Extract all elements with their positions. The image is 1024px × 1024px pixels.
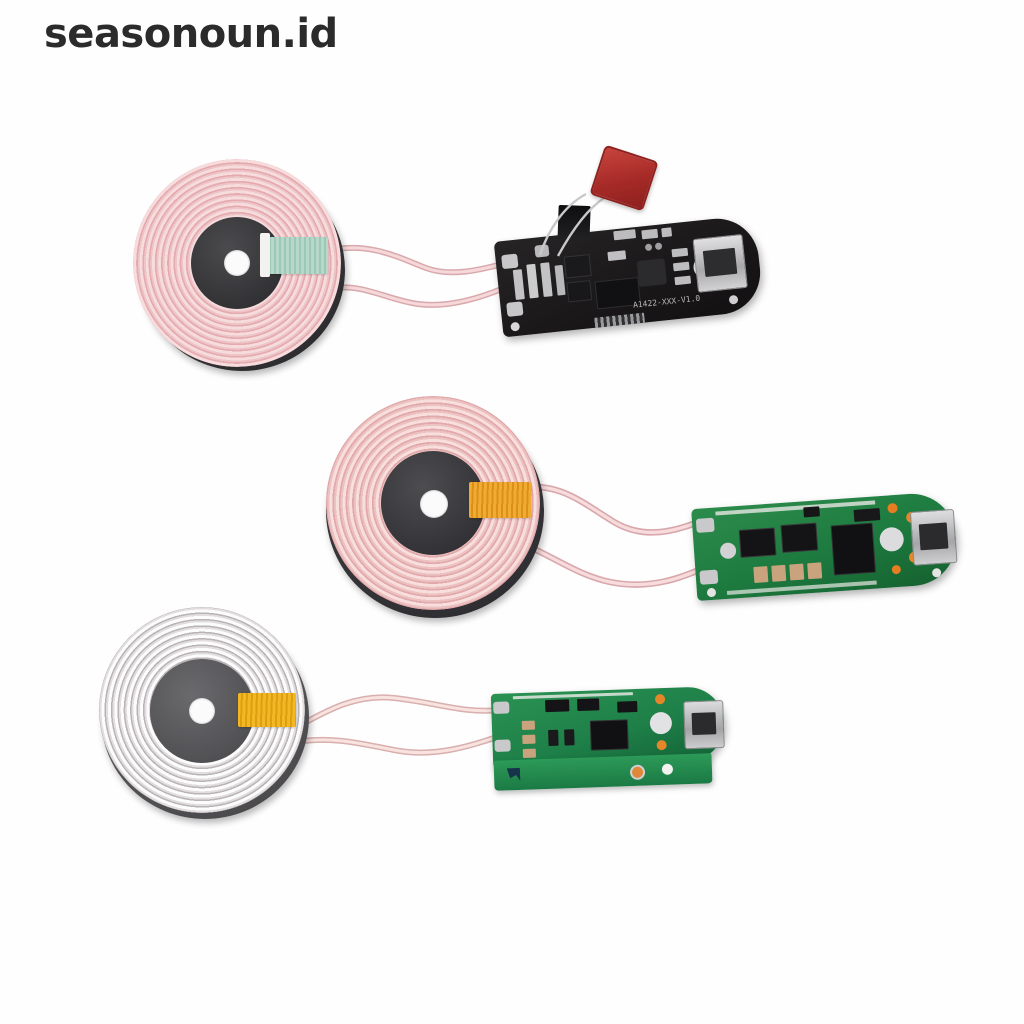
mosfet-qb3 bbox=[617, 700, 638, 713]
micro-usb-connector-middle bbox=[909, 508, 958, 566]
mosfet-q1 bbox=[563, 254, 592, 279]
coil-pad-left-b bbox=[699, 569, 719, 585]
inductor bbox=[636, 258, 668, 287]
mosfet-qb2 bbox=[577, 698, 600, 712]
resistor-rb3 bbox=[522, 748, 537, 758]
solder-pad-coil-b bbox=[506, 301, 524, 317]
mosfet-q2 bbox=[566, 280, 593, 303]
coil-center-hole-middle bbox=[420, 490, 448, 518]
resistor-r1 bbox=[753, 566, 769, 584]
solder-pad-coil-a bbox=[501, 253, 519, 270]
coil-tape-top bbox=[266, 237, 328, 274]
resistor-array-1 bbox=[607, 250, 627, 262]
coil-pad-b-left-b bbox=[494, 739, 511, 752]
extension-mount-hole bbox=[661, 763, 674, 775]
controller-ic-soic8 bbox=[589, 719, 629, 751]
resistor-r3 bbox=[789, 563, 805, 581]
resistor-r2 bbox=[771, 564, 787, 582]
resistor-array-2 bbox=[671, 247, 689, 258]
coil-tape-bottom bbox=[238, 693, 296, 727]
resistor-array-4 bbox=[674, 275, 692, 286]
coil-middle bbox=[322, 396, 546, 620]
coil-tape-edge-top bbox=[260, 233, 270, 277]
micro-usb-slot-top bbox=[702, 247, 738, 278]
mosfet-qb1 bbox=[545, 699, 570, 713]
smd-cap-b1 bbox=[548, 729, 559, 747]
coil-center-hole-bottom bbox=[189, 698, 215, 724]
coil-center-hole-top bbox=[224, 250, 250, 276]
controller-ic-soic16 bbox=[830, 522, 876, 576]
resistor-rb1 bbox=[521, 720, 536, 731]
micro-usb-slot-bottom bbox=[691, 712, 717, 736]
resistor-rb2 bbox=[522, 734, 536, 744]
flex-film-tab bbox=[557, 204, 591, 240]
ntc-thermistor-tab bbox=[589, 144, 659, 212]
mosfet-u2 bbox=[780, 522, 819, 553]
smd-black-part bbox=[803, 506, 820, 518]
micro-usb-connector-top bbox=[692, 233, 748, 293]
solder-pad-coil-c bbox=[534, 244, 550, 258]
smd-cap-b2 bbox=[564, 729, 575, 746]
extension-via-hole bbox=[629, 764, 646, 781]
coil-tape-middle bbox=[469, 482, 531, 518]
coil-top bbox=[133, 159, 345, 371]
litz-wires-bottom bbox=[289, 694, 503, 756]
mount-hole-mid-right bbox=[931, 567, 942, 578]
green-pcb-large bbox=[691, 490, 959, 602]
micro-usb-connector-bottom bbox=[683, 699, 725, 750]
resistor-array-3 bbox=[672, 261, 690, 272]
watermark-seasonoun: seasonoun.id bbox=[44, 11, 338, 57]
smd-ic-small bbox=[853, 508, 881, 522]
micro-usb-slot-middle bbox=[918, 522, 949, 551]
green-pcb-lower-extension bbox=[493, 753, 713, 791]
coil-bottom bbox=[97, 607, 311, 821]
coil-pad-left-a bbox=[695, 517, 715, 533]
resistor-r4 bbox=[807, 562, 823, 580]
top-edge-pad-3 bbox=[661, 227, 673, 238]
black-pcb: A1422-XXX-V1.0 bbox=[493, 204, 765, 338]
top-edge-pad-2 bbox=[641, 228, 659, 240]
arrow-mark-icon bbox=[506, 766, 527, 785]
coil-pad-b-left-a bbox=[493, 701, 510, 714]
mosfet-u1 bbox=[738, 527, 777, 558]
